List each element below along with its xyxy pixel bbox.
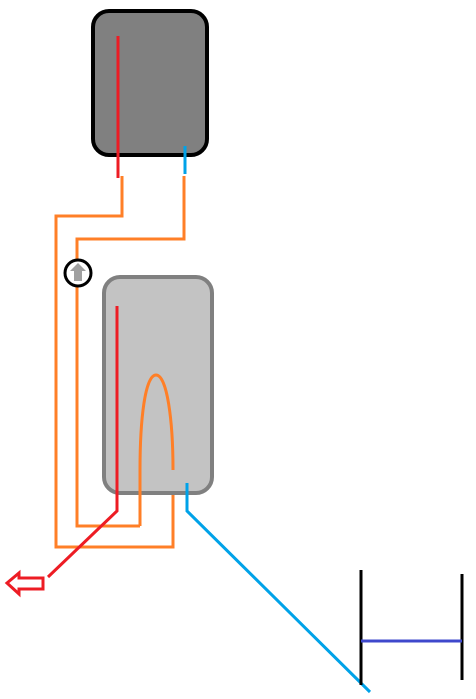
return-pipe-inner (75, 176, 186, 528)
lower-tank-hot-outlet (46, 306, 119, 579)
upper-tank (91, 9, 209, 157)
cold-supply-pipe (185, 483, 372, 694)
heat-exchanger-coil (138, 373, 175, 526)
flow-pipe-outer (54, 176, 175, 549)
outlet-arrow-icon (4, 569, 45, 598)
pump-icon (63, 258, 93, 288)
lower-tank (102, 275, 214, 495)
